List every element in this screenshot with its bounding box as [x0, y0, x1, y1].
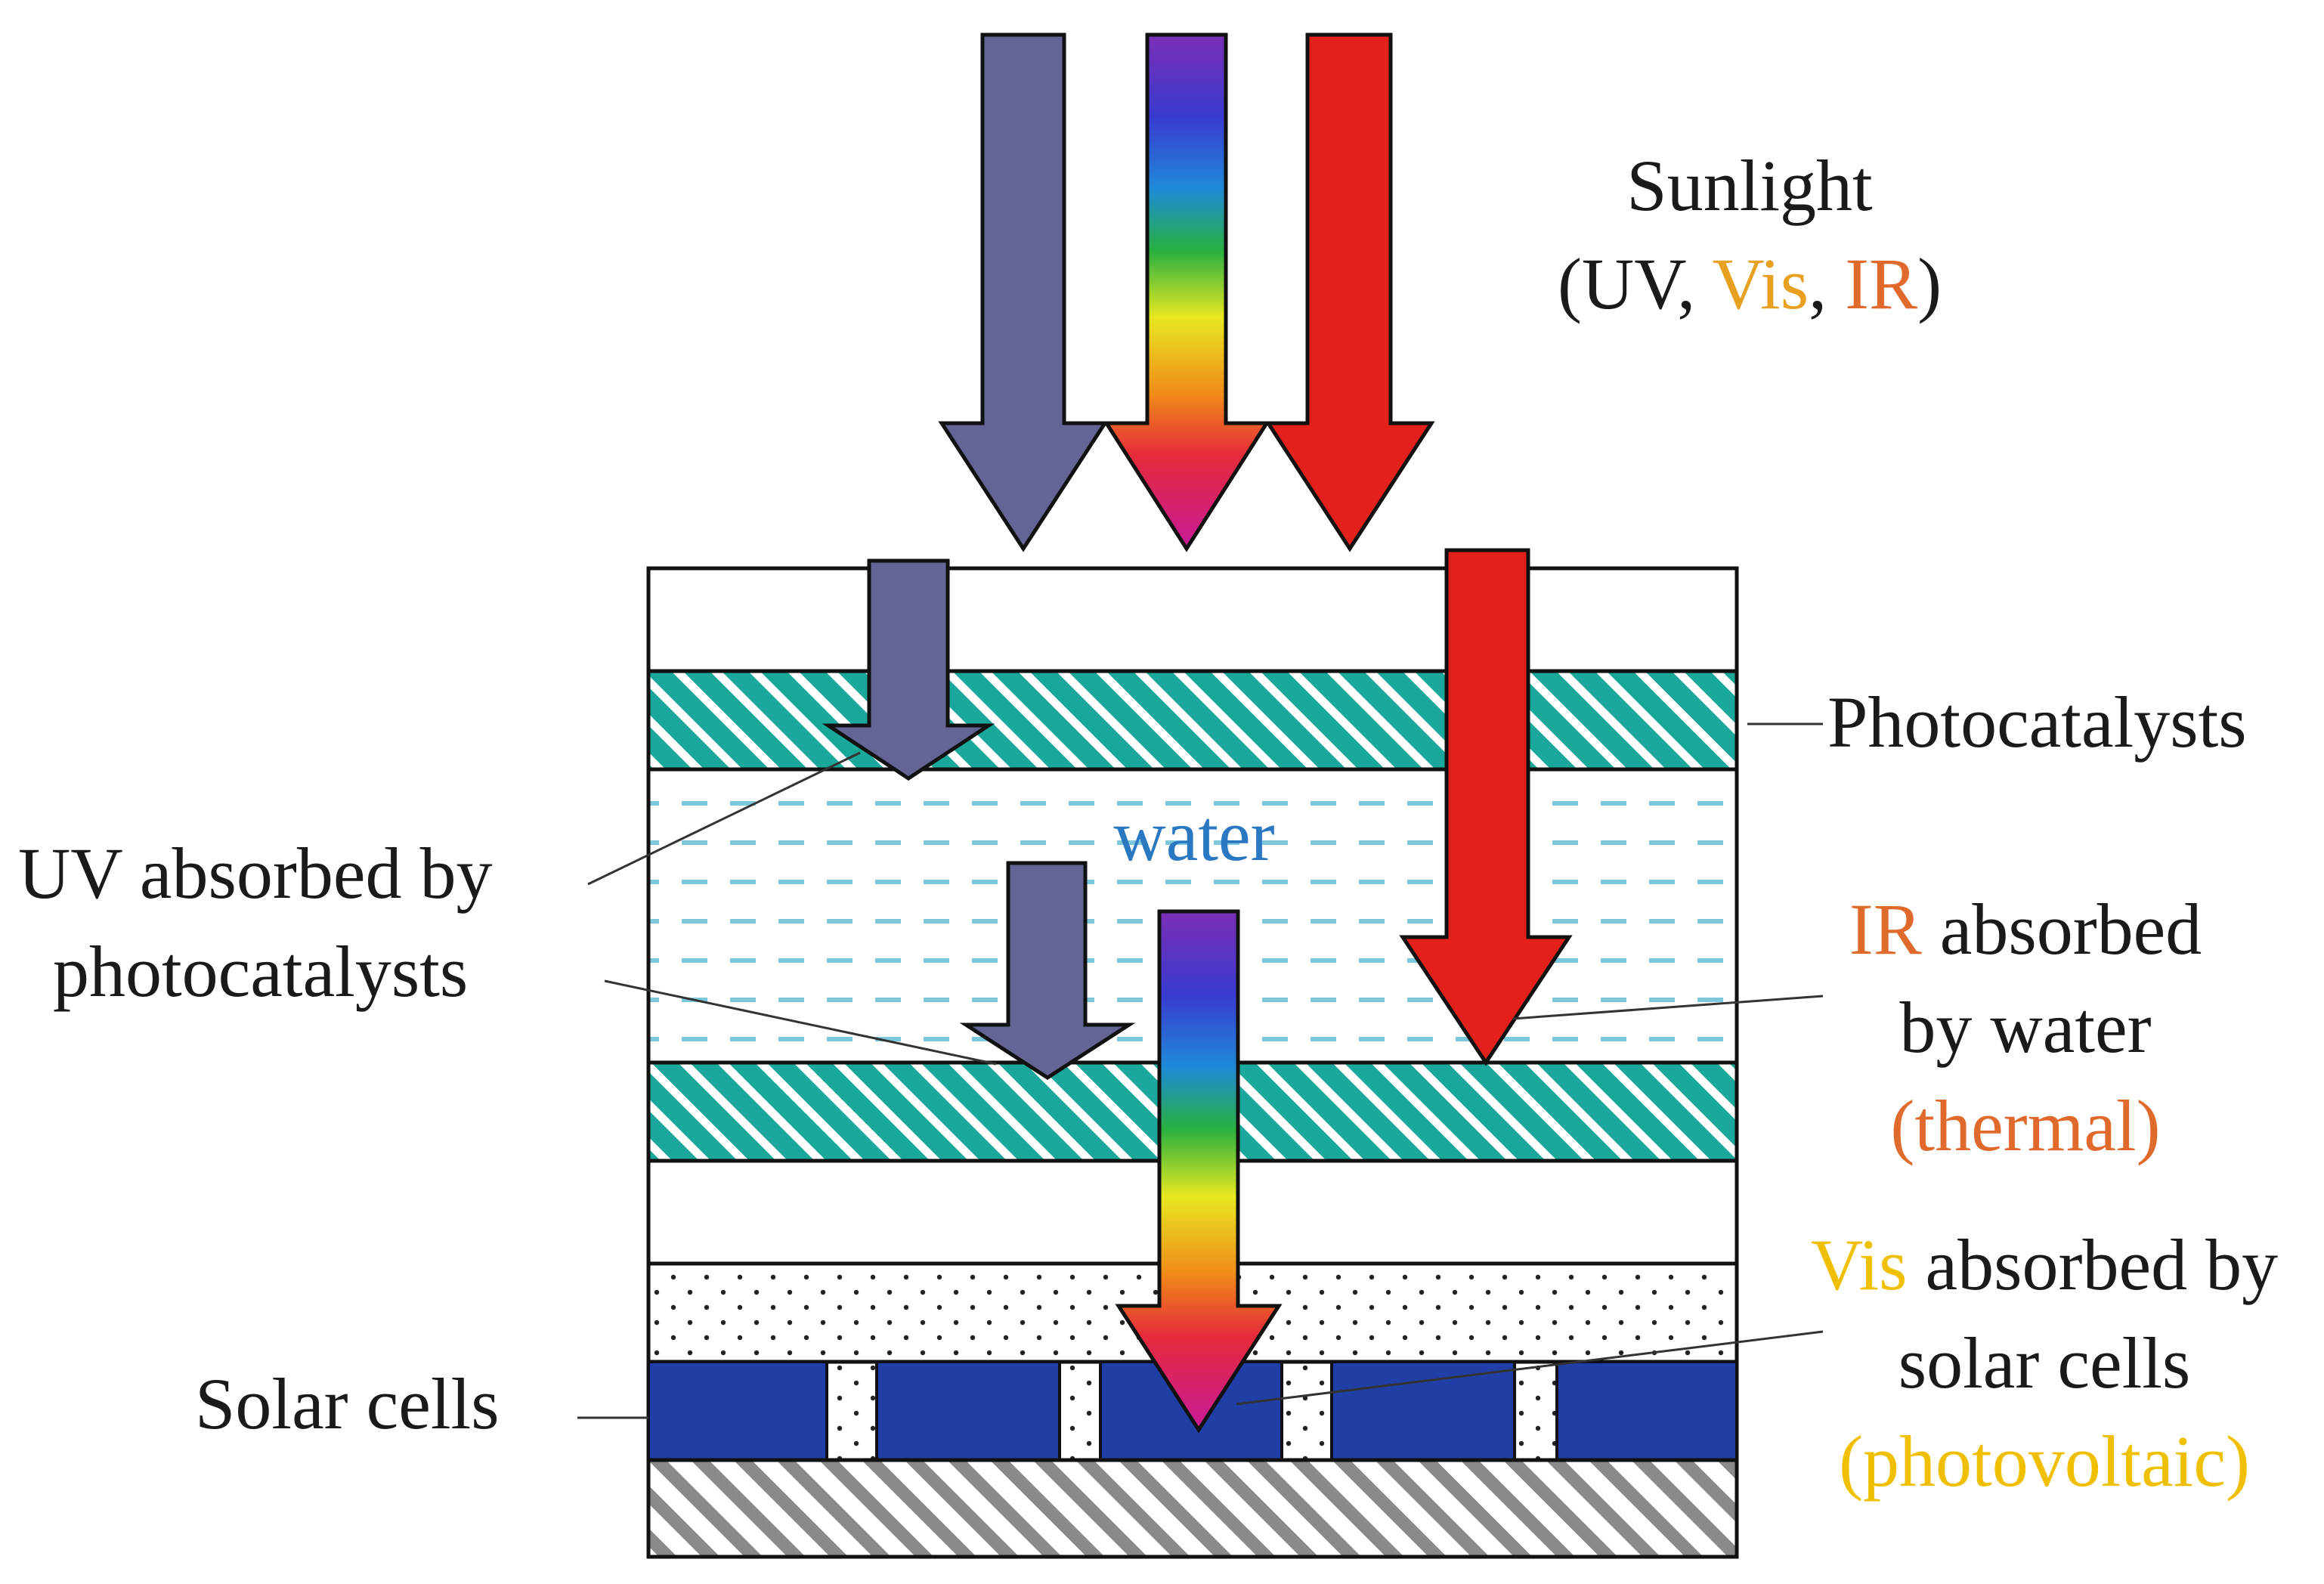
- solar-cell: [1330, 1360, 1516, 1462]
- visible-spectrum-incoming-arrow: [1103, 32, 1270, 552]
- ir-leader-line: [1512, 995, 1824, 1020]
- labels: Sunlight (UV, Vis, IR) water Photocataly…: [18, 145, 2278, 1502]
- ir-absorbed-label-line3: (thermal): [1890, 1085, 2160, 1166]
- uv-incoming-arrow: [938, 32, 1109, 552]
- vis-leader-line: [1236, 1330, 1824, 1406]
- incoming-sunlight-arrows: [938, 32, 1435, 552]
- leader-lines: [577, 722, 1824, 1419]
- ir-absorbed-label-line2: by water: [1899, 987, 2151, 1068]
- solar-cell: [647, 1360, 828, 1462]
- uv-arrow-to-bottom-photocatalyst: [959, 861, 1136, 1080]
- photocatalyst-layer-top: [646, 669, 1739, 772]
- water-label: water: [1113, 795, 1274, 876]
- substrate-layer: [646, 1458, 1739, 1559]
- absorption-arrows: [822, 548, 1573, 1434]
- ir-incoming-arrow: [1264, 32, 1435, 552]
- vis-absorbed-label-line3: (photovoltaic): [1839, 1421, 2250, 1502]
- ir-absorbed-ir-word: IR: [1849, 889, 1922, 970]
- vis-absorbed-label-line1: Vis absorbed by: [1811, 1224, 2278, 1305]
- uv-absorbed-label-line1: UV absorbed by: [18, 833, 492, 914]
- solar-cell: [875, 1360, 1061, 1462]
- solar-cells-label: Solar cells: [195, 1363, 500, 1444]
- uv-absorbed-label-line2: photocatalysts: [53, 931, 468, 1012]
- photocatalysts-label: Photocatalysts: [1827, 682, 2247, 763]
- sunlight-title: Sunlight: [1626, 145, 1873, 226]
- uv-bottom-leader-line: [604, 979, 997, 1066]
- vis-absorbed-label-line2: solar cells: [1899, 1323, 2191, 1403]
- uv-top-leader-line: [587, 751, 861, 886]
- ir-arrow-to-water: [1399, 548, 1573, 1066]
- ir-absorbed-label-line1: IR absorbed: [1849, 889, 2202, 970]
- sunlight-vis-word: Vis: [1712, 243, 1809, 324]
- uv-arrow-to-top-photocatalyst: [822, 558, 995, 781]
- sunlight-ir-word: IR: [1845, 243, 1917, 324]
- solar-cell: [1555, 1360, 1738, 1462]
- visible-arrow-to-solar-cells: [1115, 909, 1283, 1434]
- vis-absorbed-vis-word: Vis: [1811, 1224, 1908, 1305]
- sunlight-subtitle: (UV, Vis, IR): [1558, 243, 1942, 324]
- top-glass-layer: [646, 566, 1739, 673]
